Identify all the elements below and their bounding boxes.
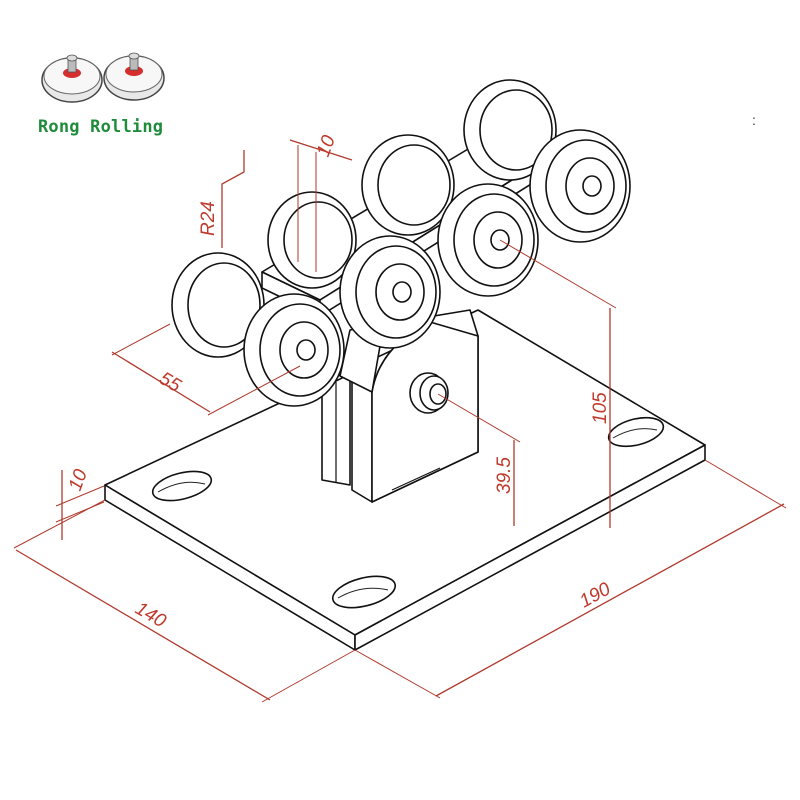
roller-front-3 [339, 235, 441, 349]
roller-back-4 [171, 252, 265, 358]
dim-plate-thickness-label: 10 [65, 466, 92, 493]
roller-back-1 [463, 79, 557, 181]
dim-roller-spacing-label: 55 [156, 368, 185, 397]
dim-height-axle: 39.5 [437, 393, 521, 526]
roller-front-4 [243, 293, 345, 407]
dim-height-total-label: 105 [590, 392, 611, 424]
dim-plate-length-label: 190 [576, 578, 614, 612]
dim-roller-width-label: 10 [313, 132, 340, 159]
dim-height-axle-label: 39.5 [494, 457, 515, 494]
plate-slot-right [607, 416, 665, 448]
dim-plate-thickness: 10 [55, 466, 105, 540]
twin-roller-wheel-icon [41, 52, 165, 103]
roller-back-3 [267, 191, 357, 289]
dim-roller-radius-label: R24 [198, 201, 219, 236]
brand-name: Rong Rolling [38, 117, 164, 137]
roller-back-2 [361, 134, 455, 236]
roller-front-2 [437, 183, 539, 297]
logo-roller-left [41, 54, 103, 103]
roller-front-1 [529, 129, 631, 243]
dim-height-total: 105 [499, 239, 617, 528]
logo-roller-right [103, 52, 165, 101]
dim-plate-width-label: 140 [132, 598, 170, 632]
dim-roller-radius: R24 [198, 150, 245, 248]
corner-marks: : [752, 112, 756, 128]
plate-slot-left [151, 470, 213, 502]
plate-slot-front [331, 575, 397, 609]
